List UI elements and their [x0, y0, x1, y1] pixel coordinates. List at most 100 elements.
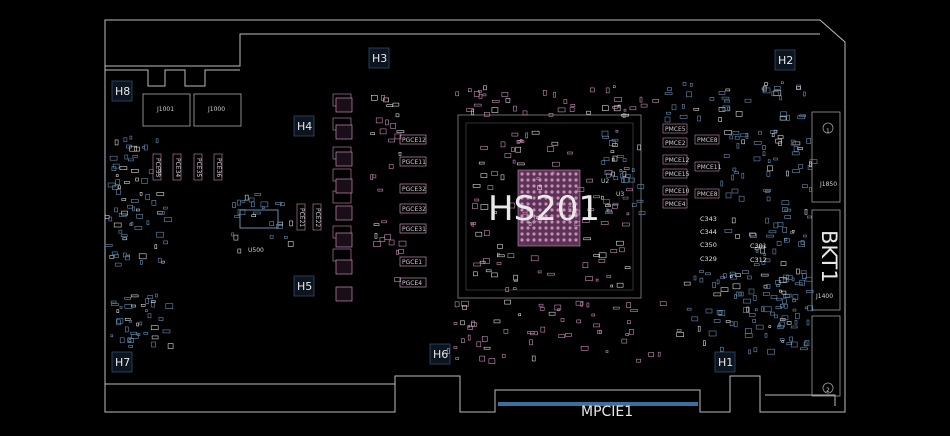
- smd-component: [374, 233, 378, 239]
- smd-component: [131, 334, 139, 339]
- smd-component: [807, 305, 814, 312]
- smd-component: [396, 130, 405, 133]
- smd-component: [786, 170, 789, 177]
- j1000-label: J1000: [207, 106, 225, 113]
- pmce-label: PMCE10: [665, 188, 690, 195]
- smd-component: [735, 234, 740, 239]
- smd-component: [522, 110, 528, 116]
- bga-ball: [556, 202, 560, 206]
- smd-component: [139, 321, 143, 326]
- smd-component: [793, 146, 799, 152]
- mounting-hole: [429, 343, 451, 365]
- smd-component: [129, 145, 137, 152]
- smd-component: [725, 88, 731, 92]
- smd-component: [735, 111, 743, 117]
- bga-ball: [526, 238, 530, 242]
- smd-component: [762, 145, 766, 150]
- bga-ball: [526, 172, 530, 176]
- bga-ball: [532, 172, 536, 176]
- smd-component: [612, 306, 620, 310]
- smd-component: [496, 252, 500, 256]
- smd-component: [784, 208, 792, 212]
- smd-component: [771, 133, 775, 137]
- smd-component: [805, 276, 813, 282]
- smd-component: [610, 150, 615, 153]
- smd-component: [569, 107, 575, 112]
- smd-component: [603, 199, 610, 204]
- smd-component: [720, 180, 724, 187]
- bga-ball: [532, 178, 536, 182]
- pmce-outline: [662, 137, 688, 148]
- bga-ball: [520, 214, 524, 218]
- connector-label: MPCIE1: [581, 404, 633, 420]
- smd-component: [491, 100, 500, 103]
- smd-component: [467, 88, 472, 92]
- smd-component: [142, 145, 145, 149]
- smd-component: [773, 157, 778, 161]
- inductor-outline: [332, 248, 352, 262]
- smd-component: [770, 311, 775, 316]
- smd-component: [602, 136, 610, 139]
- smd-component: [623, 167, 630, 170]
- smd-component: [605, 204, 611, 207]
- smd-component: [629, 106, 637, 111]
- smd-component: [254, 193, 262, 196]
- smd-component: [619, 247, 625, 253]
- smd-component: [741, 172, 745, 179]
- smd-component: [471, 109, 474, 116]
- mounting-hole: [293, 115, 315, 137]
- smd-component: [718, 117, 723, 122]
- bga-ball: [538, 226, 542, 230]
- smd-component: [129, 319, 132, 323]
- smd-component: [514, 279, 518, 283]
- smd-component: [124, 296, 131, 300]
- smd-component: [721, 96, 730, 100]
- smd-component: [471, 322, 477, 327]
- smd-component: [738, 292, 743, 296]
- smd-component: [124, 318, 131, 321]
- vertical-refdes-label: PCE21: [298, 208, 305, 227]
- smd-component: [718, 107, 726, 112]
- smd-component: [752, 295, 757, 301]
- smd-component: [708, 330, 717, 337]
- smd-component: [551, 161, 560, 167]
- smd-component: [767, 165, 773, 172]
- smd-component: [791, 151, 800, 156]
- smd-component: [778, 141, 782, 146]
- smd-component: [607, 209, 612, 213]
- bga-ball: [574, 232, 578, 236]
- smd-component: [537, 185, 543, 190]
- pmce-label: PMCE15: [665, 171, 690, 178]
- bga-ball: [556, 172, 560, 176]
- smd-component: [766, 196, 771, 202]
- bga-ball: [574, 172, 578, 176]
- smd-component: [143, 332, 149, 335]
- smd-component: [760, 247, 765, 254]
- smd-component: [122, 237, 128, 241]
- smd-component: [501, 92, 509, 97]
- smd-component: [792, 298, 797, 303]
- smd-component: [504, 299, 511, 305]
- smd-component: [455, 357, 460, 360]
- bga-ball: [520, 220, 524, 224]
- bga-ball: [532, 232, 536, 236]
- bga-ball: [520, 184, 524, 188]
- smd-component: [640, 103, 648, 108]
- component-scatter: [104, 81, 818, 365]
- smd-component: [748, 288, 755, 295]
- smd-component: [622, 113, 626, 118]
- smd-component: [598, 329, 602, 334]
- capacitor-label: C343: [700, 215, 717, 223]
- smd-component: [114, 139, 119, 146]
- smd-component: [392, 102, 400, 107]
- smd-component: [713, 292, 722, 297]
- smd-component: [730, 274, 738, 280]
- bga-ball: [574, 196, 578, 200]
- smd-component: [781, 290, 787, 295]
- smd-component: [612, 155, 618, 162]
- smd-component: [145, 194, 150, 200]
- smd-component: [473, 262, 482, 267]
- smd-component: [505, 98, 511, 103]
- smd-component: [467, 326, 474, 330]
